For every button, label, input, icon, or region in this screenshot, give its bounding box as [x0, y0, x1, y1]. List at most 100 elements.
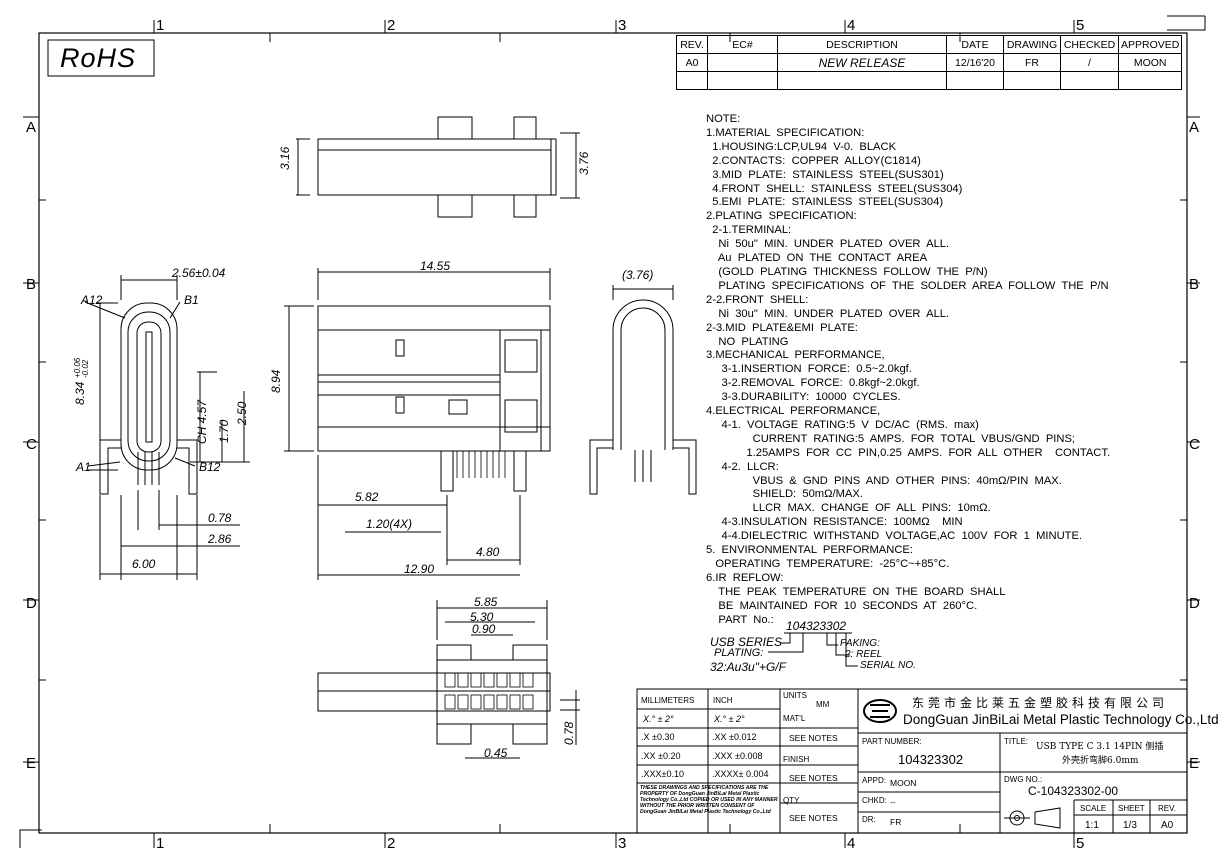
pin-b1-label: B1	[184, 293, 199, 307]
tb-tol-2-inch: .XXX ±0.008	[712, 751, 763, 761]
note-line: OPERATING TEMPERATURE: -25°C~+85°C.	[706, 558, 950, 570]
note-line: 3-1.INSERTION FORCE: 0.5~2.0kgf.	[706, 363, 912, 376]
tb-qty-label: QTY	[783, 796, 800, 805]
tb-scale-label: SCALE	[1080, 804, 1107, 813]
dim-ch: CH 4.57	[195, 399, 209, 444]
dim-1-70: 1.70	[217, 419, 231, 443]
description-value: NEW RELEASE	[777, 53, 947, 72]
tb-part-number-label: PART NUMBER:	[862, 737, 922, 746]
tb-units-label: UNITS	[783, 691, 807, 700]
drawing-value: FR	[1003, 53, 1061, 72]
dim-0-45: 0.45	[484, 746, 508, 760]
tb-sheet-value: 1/3	[1123, 820, 1137, 831]
tb-tol-3-inch: .XXXX± 0.004	[712, 769, 769, 779]
zone-label-2: 2	[387, 17, 396, 34]
note-line: NO PLATING	[706, 335, 789, 348]
dim-5-30: 5.30	[470, 610, 494, 624]
date-value: 12/16'20	[946, 53, 1004, 72]
zone-label-c-right: C	[1189, 436, 1200, 453]
note-line: 1.HOUSING:LCP,UL94 V-0. BLACK	[706, 140, 897, 153]
tb-qty-value: SEE NOTES	[789, 813, 838, 823]
bottom-view	[317, 600, 580, 759]
dim-14-55: 14.55	[420, 259, 451, 273]
dim-front-width: 2.56±0.04	[172, 266, 226, 280]
tb-chkd-label: CHKD:	[862, 796, 887, 805]
dim-1-20: 1.20(4X)	[366, 517, 413, 531]
zone-label-4-bottom: 4	[847, 835, 856, 852]
dim-top-width: 3.76	[577, 151, 591, 175]
tb-tol-2-mm: .XX ±0.20	[641, 751, 681, 761]
callout-plating-value: 32:Au3u"+G/F	[710, 660, 786, 674]
callout-serial: SERIAL NO.	[860, 660, 916, 671]
tb-scale-value: 1:1	[1085, 820, 1099, 831]
part-callout-lines	[768, 632, 858, 667]
sheet-border	[38, 32, 1188, 834]
zone-label-4: 4	[847, 17, 856, 34]
tb-tol-angle-inch: X.° ± 2°	[714, 714, 745, 724]
note-line: Ni 30u" MIN. UNDER PLATED OVER ALL.	[706, 307, 950, 320]
dim-12-90: 12.90	[404, 562, 435, 576]
callout-plating: PLATING:	[714, 647, 764, 659]
tb-finish-label: FINISH	[783, 755, 810, 764]
tb-tol-1-inch: .XX ±0.012	[712, 732, 757, 742]
approved-value: MOON	[1117, 53, 1183, 72]
ec-value	[707, 53, 778, 72]
zone-label-5: 5	[1076, 17, 1085, 34]
note-line: 5.EMI PLATE: STAINLESS STEEL(SUS304)	[706, 196, 944, 209]
tb-rev-value: A0	[1161, 820, 1174, 831]
dim-2-50: 2.50	[235, 401, 249, 425]
zone-label-c: C	[26, 436, 37, 453]
date-header: DATE	[946, 35, 1004, 54]
zone-label-e: E	[26, 755, 37, 772]
approved-header: APPROVED	[1117, 35, 1183, 54]
description-header: DESCRIPTION	[777, 35, 947, 54]
callout-paking: PAKING:	[840, 638, 880, 649]
tb-rev-label: REV.	[1158, 804, 1176, 813]
tb-dwg-no: C-104323302-00	[1028, 784, 1119, 798]
company-name-cn: 东莞市金比莱五金塑胶科技有限公司	[912, 696, 1169, 710]
dim-front-height-tol-minus: -0.02	[81, 359, 90, 378]
checked-value: /	[1060, 53, 1119, 72]
tb-matl-label: MAT'L	[783, 714, 806, 723]
zone-label-3-bottom: 3	[618, 835, 627, 852]
tb-units-value: MM	[816, 700, 830, 709]
note-line: 1.25AMPS FOR CC PIN,0.25 AMPS. FOR ALL O…	[706, 446, 1111, 459]
note-line: 4.FRONT SHELL: STAINLESS STEEL(SUS304)	[706, 182, 963, 195]
note-line: 4.ELECTRICAL PERFORMANCE,	[706, 405, 881, 418]
zone-label-e-right: E	[1189, 755, 1200, 772]
tb-legal-notice: THESE DRAWINGS AND SPECIFICATIONS ARE TH…	[640, 785, 778, 815]
rohs-box	[47, 39, 155, 77]
note-line: BE MAINTAINED FOR 10 SECONDS AT 260°C.	[706, 599, 978, 612]
callout-part-number: 104323302	[786, 619, 847, 633]
top-view	[296, 116, 580, 218]
zone-label-a-right: A	[1189, 119, 1200, 136]
company-name-en: DongGuan JinBiLai Metal Plastic Technolo…	[903, 712, 1219, 727]
note-line: CURRENT RATING:5 AMPS. FOR TOTAL VBUS/GN…	[706, 432, 1076, 445]
zone-label-b-right: B	[1189, 276, 1200, 293]
tb-dr-value: FR	[890, 817, 902, 827]
dim-5-82: 5.82	[355, 490, 379, 504]
rohs-label: RoHS	[60, 43, 137, 73]
dim-top-height: 3.16	[278, 146, 292, 170]
note-line: (GOLD PLATING THICKNESS FOLLOW THE P/N)	[706, 265, 988, 278]
dim-2-86: 2.86	[208, 532, 232, 546]
tb-title-line2: 外壳折弯脚6.0mm	[1062, 756, 1139, 766]
note-line: 2-2.FRONT SHELL:	[706, 293, 809, 306]
zone-label-d-right: D	[1189, 595, 1200, 612]
zone-label-b: B	[26, 276, 37, 293]
tb-millimeters-label: MILLIMETERS	[641, 696, 695, 705]
note-line: 2-1.TERMINAL:	[706, 224, 792, 237]
dim-0-90: 0.90	[472, 622, 496, 636]
zone-label-1-bottom: 1	[156, 835, 165, 852]
tb-finish-value: SEE NOTES	[789, 773, 838, 783]
dim-front-height: 8.34	[73, 381, 87, 405]
drawing-header: DRAWING	[1003, 35, 1061, 54]
note-line: 4-1. VOLTAGE RATING:5 V DC/AC (RMS. max)	[706, 418, 979, 431]
zone-label-5-bottom: 5	[1076, 835, 1085, 852]
zone-label-d: D	[26, 595, 37, 612]
pin-a12-label: A12	[81, 293, 103, 307]
note-line: 2-3.MID PLATE&EMI PLATE:	[706, 321, 858, 334]
company-logo-icon	[863, 699, 897, 723]
tb-dwg-no-label: DWG NO.:	[1004, 775, 1043, 784]
